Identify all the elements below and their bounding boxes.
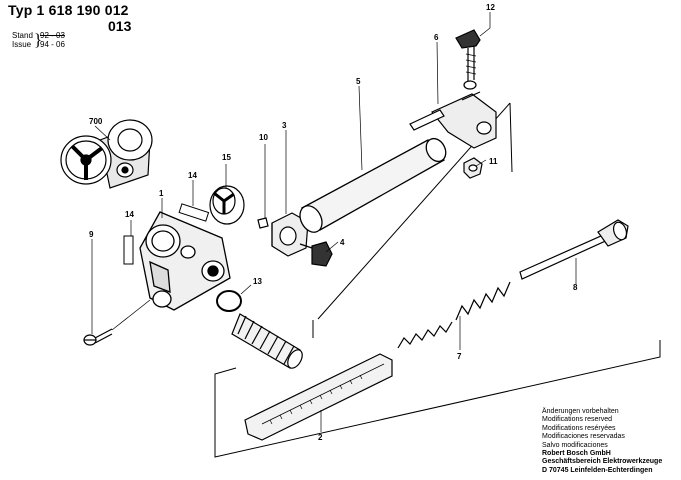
callout-12: 12 [486, 3, 495, 12]
callout-14-lower: 14 [125, 210, 134, 219]
company-name: Robert Bosch GmbH [542, 450, 611, 458]
callout-7: 7 [457, 352, 462, 361]
part-5-tube [299, 137, 447, 233]
company-address: D 70745 Leinfelden-Echterdingen [542, 466, 653, 474]
stand-date: 92 - 03 [40, 31, 65, 40]
bellows-boot [231, 313, 303, 369]
part-9-screw [83, 328, 113, 346]
callout-9: 9 [89, 230, 94, 239]
part-6-bracket [409, 91, 497, 149]
part-15-wheel [209, 185, 245, 225]
part-7-spring [397, 281, 511, 349]
note-es: Modificaciones reservadas [542, 433, 625, 441]
part-13-o-ring [216, 290, 242, 312]
callout-8: 8 [573, 283, 578, 292]
issue-date: 94 - 06 [40, 40, 65, 49]
callout-700: 700 [89, 117, 103, 126]
part-8-threaded-rod [519, 219, 629, 280]
part-700-handwheel [60, 119, 153, 189]
callout-1: 1 [159, 189, 164, 198]
stand-label: Stand [12, 31, 33, 40]
date-brace: } [34, 30, 43, 49]
drawing-type-variant: 013 [108, 18, 132, 34]
note-en: Modifications reserved [542, 416, 613, 424]
callout-13: 13 [253, 277, 262, 286]
callout-4: 4 [340, 238, 345, 247]
part-12-thumb-screw [455, 29, 481, 90]
reservation-notes: Änderungen vorbehalten Modifications res… [542, 408, 662, 475]
part-3-clamp [271, 212, 309, 257]
callout-5: 5 [356, 77, 361, 86]
company-division: Geschäftsbereich Elektrowerkzeuge [542, 458, 663, 466]
note-de: Änderungen vorbehalten [542, 408, 619, 415]
callout-3: 3 [282, 121, 287, 130]
callout-2: 2 [318, 433, 323, 442]
part-1-housing [139, 211, 231, 311]
part-10-nut [257, 217, 269, 229]
drawing-type-number: Typ 1 618 190 012 [8, 2, 129, 18]
issue-label: Issue [12, 40, 32, 49]
callout-14-upper: 14 [188, 171, 197, 180]
callout-6: 6 [434, 33, 439, 42]
note-fr: Modifications reséryées [542, 424, 616, 432]
callout-15: 15 [222, 153, 231, 162]
note-it: Salvo modificaciones [542, 441, 608, 449]
part-11-nut [463, 157, 483, 179]
part-2-scale-bar [244, 353, 393, 441]
part-4-knob [299, 241, 333, 267]
leader-lines [91, 12, 577, 432]
assembly-frame [214, 102, 661, 458]
callout-10: 10 [259, 133, 268, 142]
callout-11: 11 [489, 157, 498, 166]
part-14-label-strip [123, 203, 210, 265]
